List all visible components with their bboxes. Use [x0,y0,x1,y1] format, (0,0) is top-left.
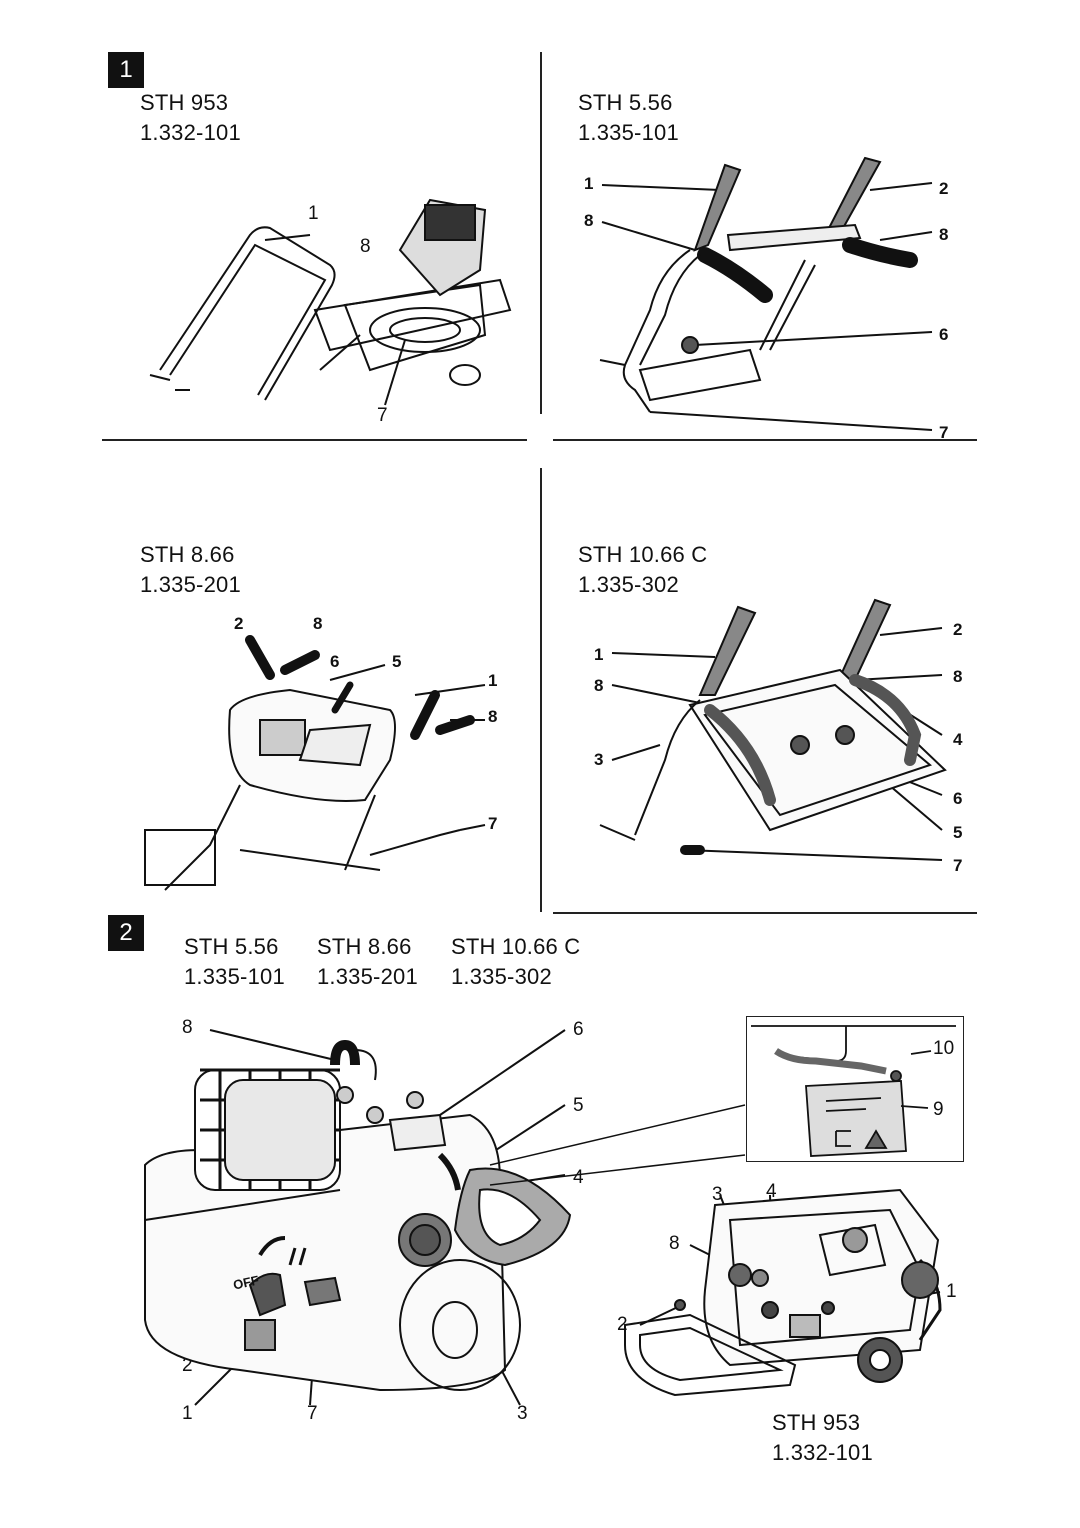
callout-1: 1 [584,174,594,193]
inset-connector-lines [489,1104,746,1186]
callout-8: 8 [939,225,949,244]
panel-sth866-title: STH 8.66 1.335-201 [140,540,241,600]
model-name: STH 10.66 C [578,542,708,567]
callout-2: 2 [617,1314,628,1335]
part-number: 1.335-101 [578,120,679,145]
callout-3: 3 [594,750,604,769]
callout-7: 7 [488,814,498,833]
callout-4: 4 [573,1167,584,1188]
callout-8: 8 [182,1017,193,1038]
inset-detail-illustration [751,1025,956,1157]
vertical-divider-top [540,52,542,414]
callout-2: 2 [234,614,244,633]
part-number: 1.335-201 [140,572,241,597]
callout-2: 2 [939,179,949,198]
callout-6: 6 [939,325,949,344]
callout-8: 8 [669,1233,680,1254]
callout-1: 1 [946,1281,957,1302]
callout-1: 1 [308,203,319,224]
sth953-machine-illustration [624,1188,942,1397]
part-number: 1.332-101 [772,1440,873,1465]
horizontal-divider-right [553,439,977,441]
callout-1: 1 [182,1403,193,1424]
callout-7: 7 [953,856,963,875]
callout-8: 8 [488,707,498,726]
sth556-handle-illustration [599,156,933,431]
model-name: STH 5.56 [578,90,673,115]
model-name: STH 953 [140,90,229,115]
callout-2: 2 [182,1355,193,1376]
model-name: STH 953 [772,1410,861,1435]
callout-3: 3 [517,1403,528,1424]
callout-5: 5 [953,823,963,842]
panel-sth953-title: STH 953 1.332-101 [140,88,241,148]
callout-7: 7 [939,423,949,442]
horizontal-divider-left [102,439,527,441]
part-number: 1.335-302 [578,572,679,597]
figure-number-badge-2: 2 [108,915,144,951]
callout-2: 2 [953,620,963,639]
panel-sth556-title: STH 5.56 1.335-101 [578,88,679,148]
model-name: STH 10.66 C [451,934,581,959]
section2-model-sth556: STH 5.56 1.335-101 [184,932,285,992]
section2-model-sth1066c: STH 10.66 C 1.335-302 [451,932,580,992]
callout-1: 1 [488,671,498,690]
callout-8: 8 [313,614,323,633]
part-number: 1.332-101 [140,120,241,145]
part-number: 1.335-101 [184,964,285,989]
callout-6: 6 [330,652,340,671]
vertical-divider-middle [540,468,542,912]
engine-illustration [144,1029,572,1406]
model-name: STH 5.56 [184,934,279,959]
callout-6: 6 [953,789,963,808]
machine-model-label: STH 953 1.332-101 [772,1408,873,1468]
sth1066c-handle-illustration [599,598,947,861]
sth866-dashboard-illustration [144,635,486,891]
callout-6: 6 [573,1019,584,1040]
callout-1: 1 [594,645,604,664]
callout-8: 8 [584,211,594,230]
callout-3: 3 [712,1184,723,1205]
callout-10: 10 [933,1038,955,1059]
horizontal-divider-section2 [553,912,977,914]
callout-7: 7 [377,405,388,426]
figure-number-badge-1: 1 [108,52,144,88]
part-number: 1.335-302 [451,964,552,989]
callout-8: 8 [594,676,604,695]
panel-sth1066c-title: STH 10.66 C 1.335-302 [578,540,707,600]
callout-8: 8 [360,236,371,257]
callout-7: 7 [307,1403,318,1424]
sth953-handle-illustration [149,198,512,406]
section2-model-sth866: STH 8.66 1.335-201 [317,932,418,992]
model-name: STH 8.66 [317,934,412,959]
model-name: STH 8.66 [140,542,235,567]
callout-5: 5 [573,1095,584,1116]
callout-8: 8 [953,667,963,686]
callout-9: 9 [933,1099,944,1120]
part-number: 1.335-201 [317,964,418,989]
callout-5: 5 [392,652,402,671]
callout-4: 4 [953,730,963,749]
callout-4: 4 [766,1181,777,1202]
